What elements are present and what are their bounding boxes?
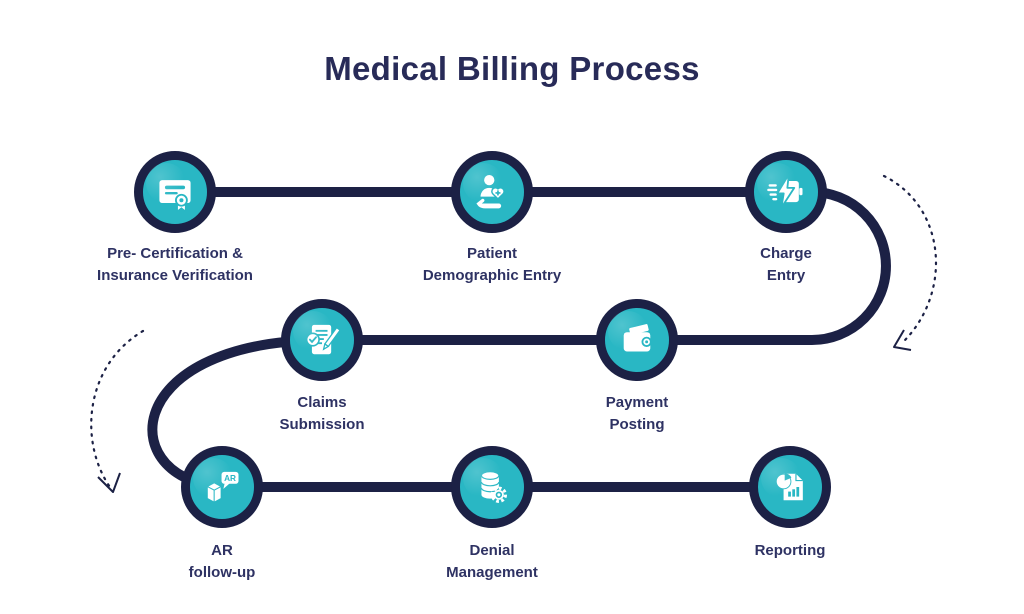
label-line: Entry [766, 267, 806, 284]
label-line: Charge [760, 245, 812, 262]
page-title: Medical Billing Process [324, 50, 700, 87]
certificate-icon [159, 180, 191, 213]
label-line: follow-up [188, 564, 256, 581]
label-line: Submission [279, 416, 365, 433]
step-node-patient-demographic-entry [451, 151, 533, 233]
label-line: Pre- Certification & [107, 245, 243, 262]
arrowhead-right-icon [893, 329, 912, 351]
step-circle-payment-posting [596, 299, 678, 381]
label-line: Posting [609, 416, 665, 433]
step-node-pre-certification [134, 151, 216, 233]
step-label-denial-management: Denial Management [377, 540, 607, 584]
step-circle-denial-management [451, 446, 533, 528]
step-node-reporting [749, 446, 831, 528]
step-circle-pre-certification [134, 151, 216, 233]
step-circle-ar-follow-up: AR [181, 446, 263, 528]
step-label-charge-entry: Charge Entry [671, 243, 901, 287]
step-node-payment-posting [596, 299, 678, 381]
step-label-payment-posting: Payment Posting [522, 392, 752, 436]
label-line: AR [211, 542, 233, 559]
report-chart-icon [775, 473, 803, 501]
label-line: Denial [469, 542, 515, 559]
charge-battery-icon [767, 173, 803, 209]
ar-box-icon: AR [206, 471, 239, 503]
label-line: Insurance Verification [97, 267, 253, 284]
step-label-ar-follow-up: AR follow-up [107, 540, 337, 584]
label-line: Patient [466, 245, 517, 262]
label-line: Reporting [754, 542, 826, 559]
step-circle-patient-demographic-entry [451, 151, 533, 233]
step-node-denial-management [451, 446, 533, 528]
dashed-arrow-right [882, 174, 938, 351]
label-line: Demographic Entry [422, 267, 562, 284]
wallet-icon [623, 322, 652, 352]
claim-document-icon [305, 324, 341, 355]
ar-badge-text: AR [224, 474, 236, 483]
step-label-pre-certification: Pre- Certification & Insurance Verificat… [60, 243, 290, 287]
label-line: Management [446, 564, 538, 581]
arrowhead-left-icon [97, 472, 121, 493]
step-circle-claims-submission [281, 299, 363, 381]
step-circle-reporting [749, 446, 831, 528]
patient-care-icon [476, 174, 505, 209]
database-gear-icon [480, 471, 508, 503]
step-circle-charge-entry [745, 151, 827, 233]
step-label-patient-demographic-entry: Patient Demographic Entry [377, 243, 607, 287]
main-flow-path [147, 187, 891, 492]
label-line: Payment [605, 394, 669, 411]
step-node-claims-submission [281, 299, 363, 381]
step-label-reporting: Reporting [675, 540, 905, 562]
step-node-ar-follow-up: AR [181, 446, 263, 528]
dashed-arrow-left [90, 329, 145, 493]
step-node-charge-entry [745, 151, 827, 233]
step-label-claims-submission: Claims Submission [207, 392, 437, 436]
label-line: Claims [297, 394, 347, 411]
